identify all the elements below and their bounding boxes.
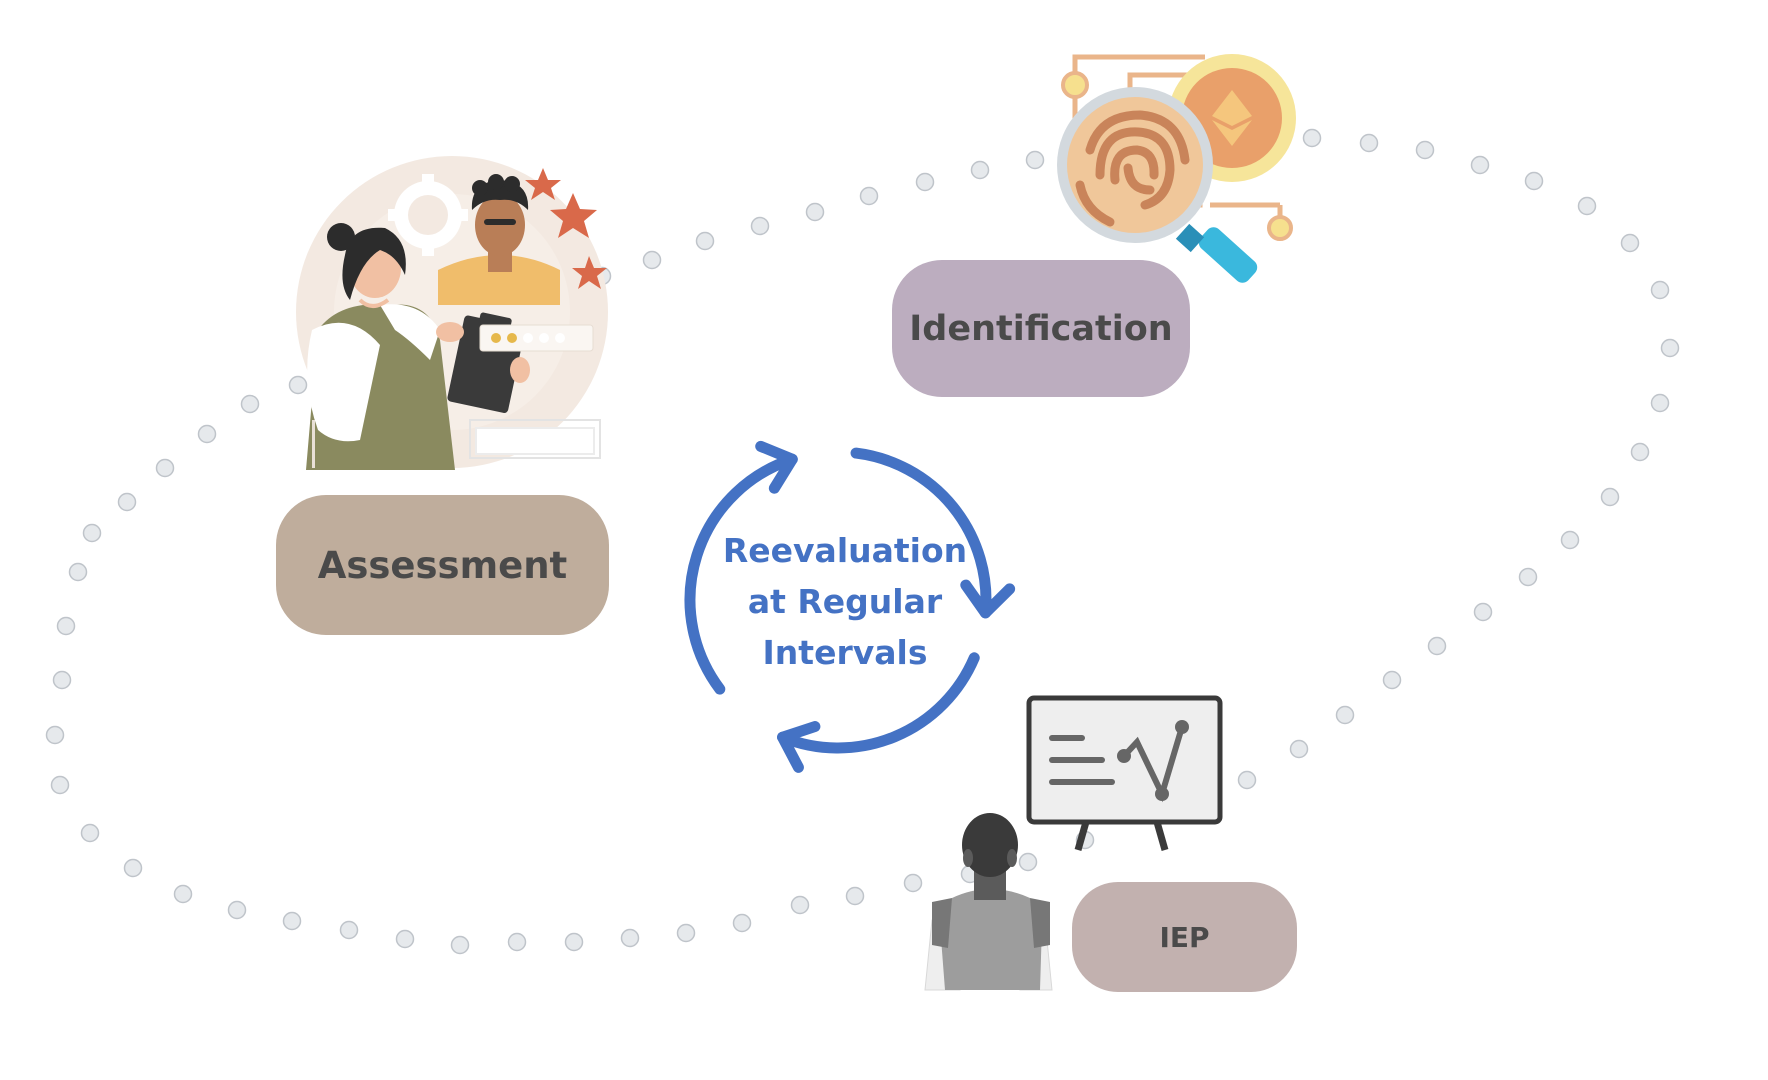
loop-dot [695, 231, 715, 251]
stage-iep-label: IEP [1159, 920, 1210, 954]
cycle-arc [684, 453, 798, 695]
loop-dot [80, 823, 100, 843]
stage-assessment-label: Assessment [317, 543, 568, 587]
loop-dot [915, 172, 935, 192]
loop-dot [50, 775, 70, 795]
loop-dot [1382, 670, 1402, 690]
loop-dot [676, 923, 696, 943]
loop-dot [82, 523, 102, 543]
loop-dot [1560, 530, 1580, 550]
whiteboard-icon [1026, 695, 1223, 851]
loop-dot [620, 928, 640, 948]
loop-dot [155, 458, 175, 478]
loop-dot [859, 186, 879, 206]
loop-dot [45, 725, 65, 745]
loop-dot [240, 394, 260, 414]
loop-dot [395, 929, 415, 949]
loop-dot [1650, 393, 1670, 413]
loop-dot [1660, 338, 1680, 358]
cycle-arc [777, 652, 980, 754]
fingerprint-icon [1075, 110, 1190, 227]
loop-dot [1473, 602, 1493, 622]
loop-dot [227, 900, 247, 920]
loop-dot [56, 616, 76, 636]
cycle-arc [850, 447, 992, 619]
loop-dot [1524, 171, 1544, 191]
loop-dot [1600, 487, 1620, 507]
loop-dot [732, 913, 752, 933]
loop-dot [339, 920, 359, 940]
loop-dot [790, 895, 810, 915]
loop-dot [507, 932, 527, 952]
loop-dot [52, 670, 72, 690]
loop-dot [564, 932, 584, 952]
loop-dot [1359, 133, 1379, 153]
gear-icon [388, 174, 468, 256]
center-label-line-1: Reevaluation [722, 531, 968, 570]
presenter-icon [924, 813, 1053, 991]
loop-dot [1620, 233, 1640, 253]
loop-dot [1577, 196, 1597, 216]
loop-dot [197, 424, 217, 444]
loop-dot [1025, 150, 1045, 170]
star-icons [525, 168, 607, 289]
stage-identification: Identification [892, 260, 1190, 397]
loop-dot [117, 492, 137, 512]
loop-dot [1018, 852, 1038, 872]
loop-dot [1335, 705, 1355, 725]
cycle-arrowhead [960, 579, 1016, 619]
loop-dot [282, 911, 302, 931]
loop-dot [970, 160, 990, 180]
loop-dot [1415, 140, 1435, 160]
loop-dot [68, 562, 88, 582]
center-label-line-2: at Regular [747, 582, 943, 621]
loop-dot [1289, 739, 1309, 759]
center-label: Reevaluation at Regular Intervals [700, 525, 990, 678]
stage-identification-label: Identification [909, 308, 1173, 349]
loop-dot [450, 935, 470, 955]
loop-dot [1650, 280, 1670, 300]
stage-iep: IEP [1072, 882, 1297, 992]
loop-dot [845, 886, 865, 906]
loop-dot [1470, 155, 1490, 175]
loop-dot [750, 216, 770, 236]
loop-dot [642, 250, 662, 270]
loop-dot [173, 884, 193, 904]
loop-dot [1237, 770, 1257, 790]
loop-dot [288, 375, 308, 395]
loop-dot [123, 858, 143, 878]
loop-dot [1630, 442, 1650, 462]
loop-dot [1518, 567, 1538, 587]
loop-dot [1427, 636, 1447, 656]
loop-dot [903, 873, 923, 893]
loop-dot [1302, 128, 1322, 148]
cycle-arrowhead [777, 721, 821, 773]
stage-assessment: Assessment [276, 495, 609, 635]
cycle-arrowhead [755, 440, 798, 494]
center-label-line-3: Intervals [762, 633, 928, 672]
loop-dot [805, 202, 825, 222]
